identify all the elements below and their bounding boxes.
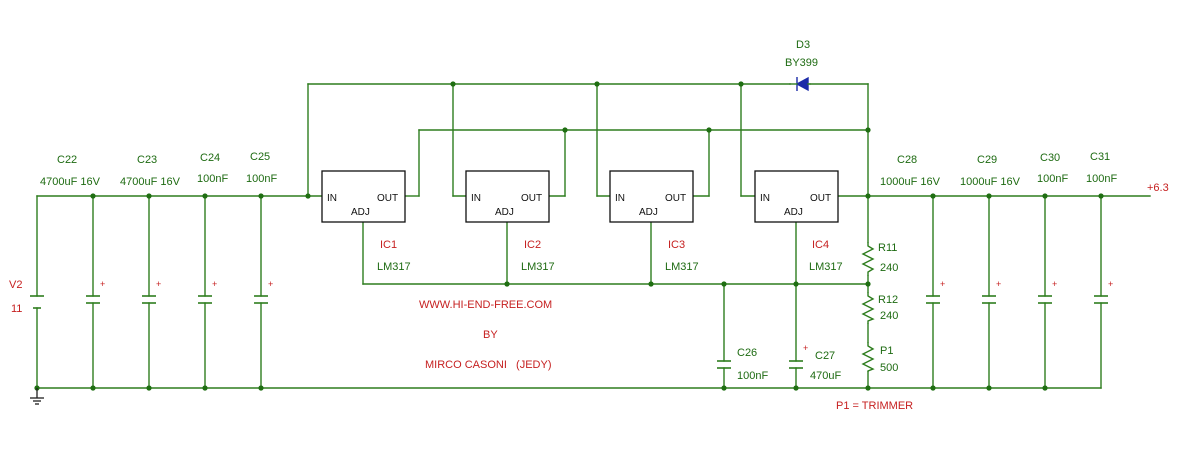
regulator-ic4 <box>754 170 839 223</box>
ic3-in-pin: IN <box>615 193 625 204</box>
regulator-ic1 <box>321 170 406 223</box>
output-capacitor-c30 <box>1038 295 1052 304</box>
d3-name: D3 <box>796 39 810 51</box>
ic3-name: IC3 <box>668 239 685 251</box>
c22-name: C22 <box>57 154 77 166</box>
c28-value: 1000uF 16V <box>880 176 941 188</box>
adj-capacitor-c26 <box>717 360 731 369</box>
c27-polarity: + <box>803 343 808 353</box>
ic4-adj-pin: ADJ <box>784 207 803 218</box>
ic2-name: IC2 <box>524 239 541 251</box>
p1-name: P1 <box>880 345 893 357</box>
adj-capacitor-c27 <box>789 360 803 369</box>
d3-part: BY399 <box>785 57 818 69</box>
trimmer-note: P1 = TRIMMER <box>836 400 913 412</box>
c31-polarity: + <box>1108 279 1113 289</box>
ic4-out-pin: OUT <box>810 193 831 204</box>
c30-polarity: + <box>1052 279 1057 289</box>
c28-polarity: + <box>940 279 945 289</box>
ic2-in-pin: IN <box>471 193 481 204</box>
ic3-part: LM317 <box>665 261 699 273</box>
output-capacitor-c31 <box>1094 295 1108 304</box>
p1-value: 500 <box>880 362 898 374</box>
ic1-out-pin: OUT <box>377 193 398 204</box>
ic3-out-pin: OUT <box>665 193 686 204</box>
c24-name: C24 <box>200 152 220 164</box>
credit-author: MIRCO CASONI (JEDY) <box>425 359 552 371</box>
resistor-r12 <box>861 292 875 324</box>
ic1-adj-pin: ADJ <box>351 207 370 218</box>
c31-value: 100nF <box>1086 173 1117 185</box>
c22-value: 4700uF 16V <box>40 176 101 188</box>
c25-polarity: + <box>268 279 273 289</box>
resistor-r11 <box>861 242 875 276</box>
output-capacitor-c29 <box>982 295 996 304</box>
v2-value: 11 <box>11 303 22 315</box>
c23-name: C23 <box>137 154 157 166</box>
c27-value: 470uF <box>810 370 841 382</box>
r12-value: 240 <box>880 310 898 322</box>
c29-name: C29 <box>977 154 997 166</box>
c31-name: C31 <box>1090 151 1110 163</box>
trimmer-p1 <box>861 342 875 372</box>
c25-name: C25 <box>250 151 270 163</box>
ground-icon <box>30 388 44 405</box>
c29-value: 1000uF 16V <box>960 176 1021 188</box>
ic2-adj-pin: ADJ <box>495 207 514 218</box>
ic1-part: LM317 <box>377 261 411 273</box>
c25-value: 100nF <box>246 173 277 185</box>
c24-polarity: + <box>212 279 217 289</box>
input-capacitor-c24 <box>198 295 212 304</box>
ic1-name: IC1 <box>380 239 397 251</box>
ic2-out-pin: OUT <box>521 193 542 204</box>
c22-polarity: + <box>100 279 105 289</box>
credit-website: WWW.HI-END-FREE.COM <box>419 299 552 311</box>
c30-name: C30 <box>1040 152 1060 164</box>
c26-value: 100nF <box>737 370 768 382</box>
input-capacitor-c25 <box>254 295 268 304</box>
r12-name: R12 <box>878 294 898 306</box>
regulator-ic3 <box>609 170 694 223</box>
c27-name: C27 <box>815 350 835 362</box>
c23-value: 4700uF 16V <box>120 176 181 188</box>
c29-polarity: + <box>996 279 1001 289</box>
r11-name: R11 <box>878 242 897 254</box>
c28-name: C28 <box>897 154 917 166</box>
v2-name: V2 <box>9 279 22 291</box>
ic1-in-pin: IN <box>327 193 337 204</box>
r11-value: 240 <box>880 262 898 274</box>
battery-v2 <box>30 295 44 309</box>
credit-by: BY <box>483 329 498 341</box>
junction-dots <box>34 81 1104 391</box>
c30-value: 100nF <box>1037 173 1068 185</box>
c23-polarity: + <box>156 279 161 289</box>
output-capacitor-c28 <box>926 295 940 304</box>
regulator-ic2 <box>465 170 550 223</box>
ic4-in-pin: IN <box>760 193 770 204</box>
input-capacitor-c23 <box>142 295 156 304</box>
c24-value: 100nF <box>197 173 228 185</box>
input-capacitor-c22 <box>86 295 100 304</box>
c26-name: C26 <box>737 347 757 359</box>
ic3-adj-pin: ADJ <box>639 207 658 218</box>
ic4-name: IC4 <box>812 239 829 251</box>
ic2-part: LM317 <box>521 261 555 273</box>
wires <box>36 83 1151 389</box>
diode-d3 <box>789 76 811 92</box>
ic4-part: LM317 <box>809 261 843 273</box>
output-voltage-label: +6.3 <box>1147 182 1169 194</box>
